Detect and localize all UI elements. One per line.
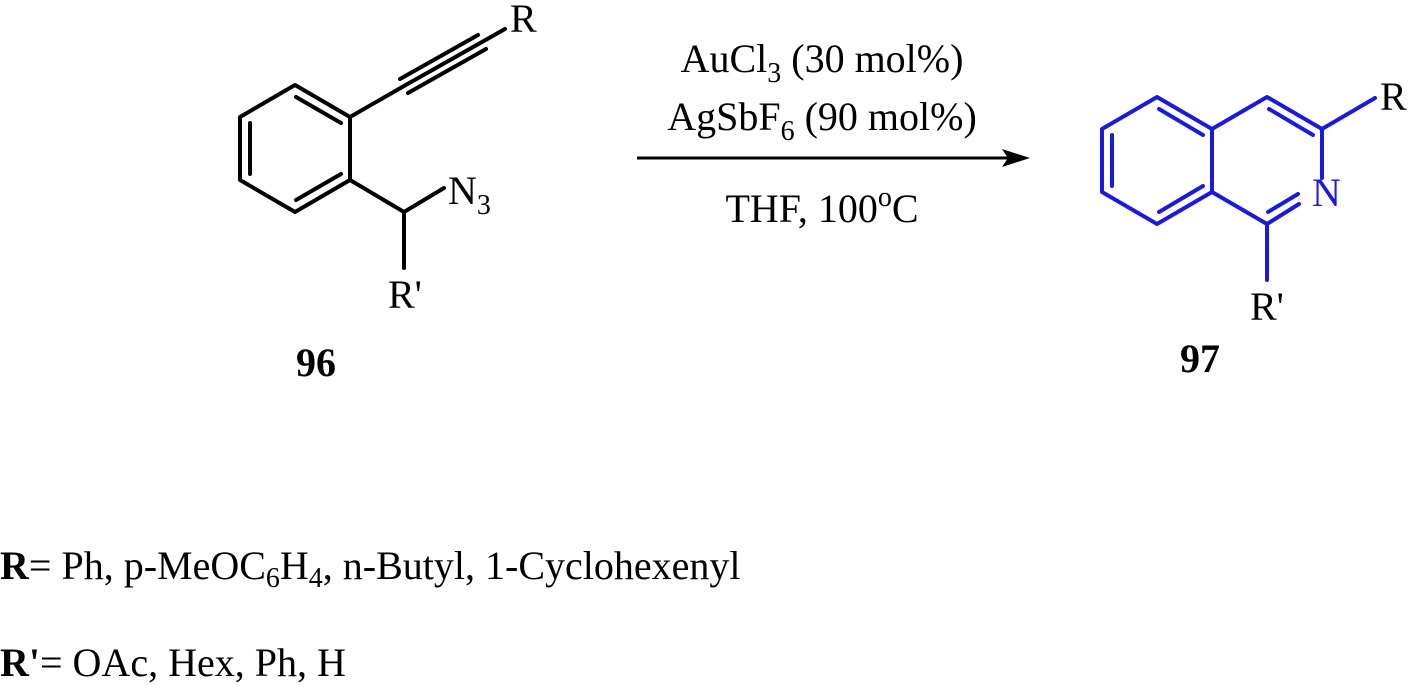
- product-benzo-inner-bonds: [1110, 107, 1205, 214]
- legend-r-prime-text: = OAc, Hex, Ph, H: [40, 640, 346, 685]
- legend-r-text-3: , n-Butyl, 1-Cyclohexenyl: [322, 543, 741, 588]
- product-r-prime-label: R': [1250, 284, 1284, 329]
- product-r-label: R: [1380, 74, 1407, 119]
- legend-r-sub-2: 4: [308, 563, 323, 594]
- product-benzo-ring: [1100, 95, 1214, 226]
- product-structure: [1100, 95, 1377, 282]
- reactant-r-prime-label: R': [388, 272, 422, 317]
- condition-additive: AgSbF6 (90 mol%): [667, 94, 977, 147]
- ch-bonds: [348, 178, 446, 270]
- legend-r-prime-label: R': [0, 640, 40, 685]
- reactant-structure: [238, 27, 507, 270]
- legend-r-sub-1: 6: [265, 563, 280, 594]
- alkyne-bond: [348, 27, 507, 119]
- condition-solvent-temperature: THF, 100oC: [725, 182, 918, 231]
- legend-r-prime-definition: R'= OAc, Hex, Ph, H: [0, 643, 346, 683]
- reaction-arrow: [637, 149, 1030, 167]
- legend-r-text-1: = Ph, p-MeOC: [28, 543, 266, 588]
- reactant-azide-label: N3: [448, 168, 491, 221]
- legend-r-text-2: H: [279, 543, 309, 588]
- benzene-ring: [238, 83, 352, 214]
- compound-number-96: 96: [296, 340, 336, 385]
- product-pyridine-inner-bonds: [1266, 107, 1315, 214]
- legend-r-definition: R= Ph, p-MeOC6H4, n-Butyl, 1-Cyclohexeny…: [0, 543, 741, 593]
- product-pyridine-ring: [1210, 95, 1324, 226]
- reactant-r-label: R: [510, 0, 537, 41]
- legend-r-label: R: [0, 543, 29, 588]
- compound-number-97: 97: [1180, 336, 1220, 381]
- product-nitrogen-label: N: [1312, 170, 1341, 215]
- condition-catalyst: AuCl3 (30 mol%): [681, 36, 964, 89]
- product-substituent-bonds: [1265, 96, 1377, 282]
- benzene-inner-bonds: [248, 95, 343, 202]
